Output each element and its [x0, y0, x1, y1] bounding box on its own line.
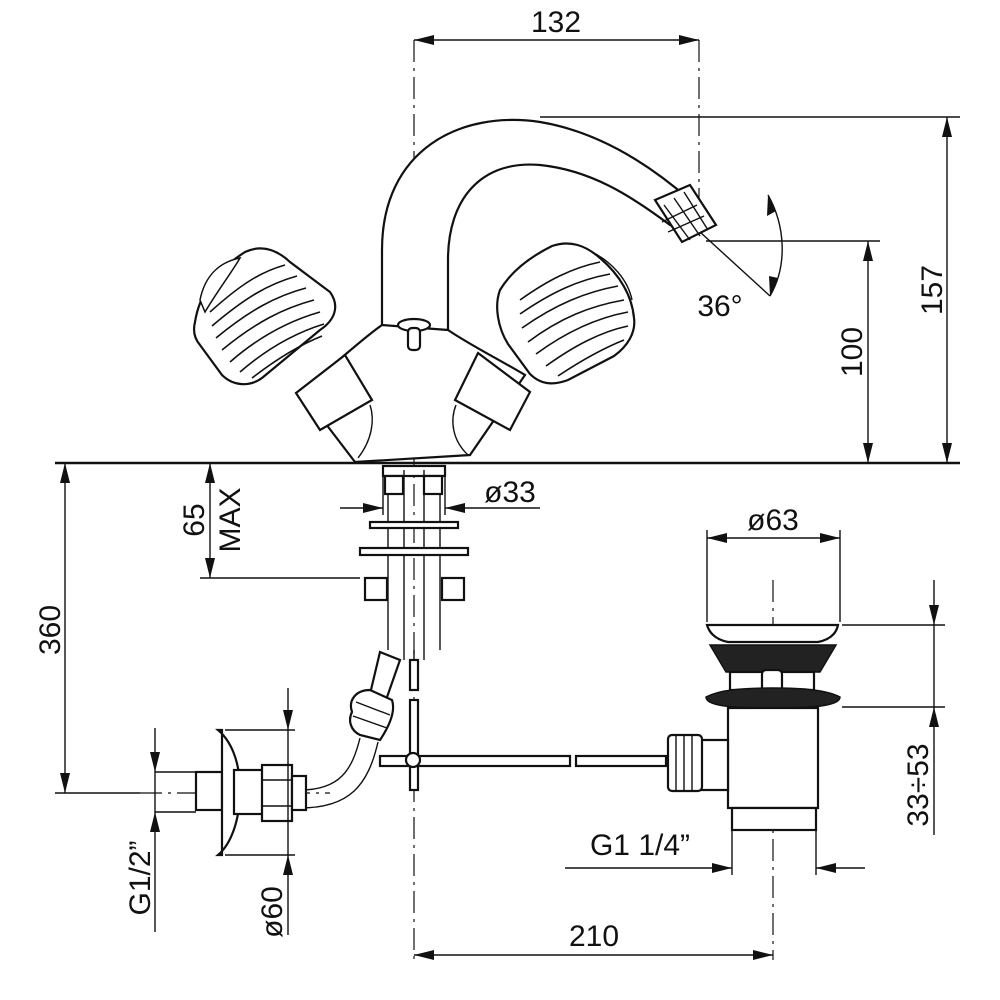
dimensions: 132 157 100 36°: [34, 6, 960, 960]
supply-hose: [299, 650, 402, 809]
spout-aerator: [653, 183, 718, 244]
dimension-waste-offset: 210: [414, 920, 773, 960]
right-handle: [496, 242, 636, 385]
waste-thread-label: G1 1/4”: [590, 829, 690, 862]
rosette-diameter-label: ø60: [256, 886, 289, 938]
dimension-waste-thread: G1 1/4”: [565, 829, 865, 875]
wall-inlet-connection: [194, 728, 308, 857]
dimension-total-height: 157: [540, 116, 960, 463]
waste-offset-label: 210: [569, 920, 619, 953]
dimension-spout-angle: 36°: [697, 194, 783, 323]
deck-thickness-note: MAX: [214, 487, 247, 552]
left-handle: [192, 247, 337, 386]
dimension-waste-adjust: 33÷53: [842, 580, 945, 835]
faucet-body: [294, 118, 718, 464]
dimension-spout-reach: 132: [414, 6, 699, 45]
deck-thickness-label: 65: [178, 503, 211, 536]
pop-up-rod: [378, 751, 668, 769]
dimension-inlet-thread: G1/2”: [124, 728, 196, 932]
pop-up-waste: [666, 623, 841, 832]
tail-diameter-label: ø33: [484, 476, 536, 509]
waste-diameter-label: ø63: [747, 504, 799, 537]
waste-adjust-label: 33÷53: [902, 743, 935, 826]
pop-up-lever: [396, 317, 432, 352]
dimension-waste-diameter: ø63: [706, 504, 841, 622]
dimension-deck-thickness: 65 MAX: [178, 463, 360, 579]
mounting-assembly: [358, 464, 470, 792]
dimension-rosette-diameter: ø60: [225, 688, 295, 938]
dimension-hose-length: 360: [34, 463, 140, 794]
hose-length-label: 360: [34, 605, 67, 655]
inlet-thread-label: G1/2”: [124, 840, 157, 915]
spout-angle-label: 36°: [697, 290, 742, 323]
dimension-spout-height: 100: [706, 240, 880, 463]
total-height-label: 157: [916, 265, 949, 315]
dimension-tail-diameter: ø33: [340, 476, 540, 515]
spout-height-label: 100: [836, 327, 869, 377]
spout-reach-label: 132: [531, 6, 581, 39]
